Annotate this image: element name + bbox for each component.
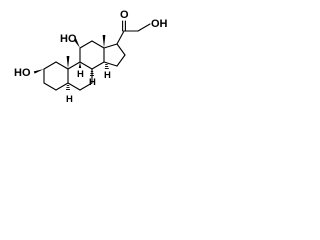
carbonyl-oxygen-label: O <box>120 9 129 21</box>
steroid-structure-diagram: HO HO H H H H O OH <box>14 9 168 105</box>
hydrogen-hash-c14 <box>104 64 109 69</box>
bond <box>79 40 93 49</box>
bond <box>103 43 118 49</box>
bond <box>91 40 105 49</box>
bond <box>55 82 69 91</box>
hydrogen-hash-c5 <box>66 85 70 90</box>
hydrogen-hash-c9 <box>90 71 94 76</box>
hydroxyl-wedge-c3 <box>33 69 44 74</box>
bond <box>43 61 57 70</box>
methyl-wedge-c13 <box>102 35 106 48</box>
hydroxyl-label-c11: HO <box>60 33 77 45</box>
bond <box>137 23 151 32</box>
bond <box>43 82 57 91</box>
bond <box>103 61 118 67</box>
bond <box>116 54 126 67</box>
hydrogen-label-c5: H <box>66 94 73 105</box>
hydrogen-label-c14: H <box>104 70 111 81</box>
ring-c <box>79 40 105 70</box>
methyl-wedge-c10 <box>66 56 70 69</box>
hydrogen-label-c9: H <box>89 77 96 88</box>
bond <box>79 61 93 70</box>
hydroxyl-wedge-c11 <box>74 38 80 48</box>
bond <box>116 30 125 45</box>
bond <box>67 82 81 91</box>
ring-d <box>103 43 126 67</box>
hydrogen-wedge-c8 <box>78 62 82 68</box>
ring-a <box>43 61 69 91</box>
hydroxyl-label-c21: OH <box>151 18 168 30</box>
hydrogen-label-c8: H <box>77 69 84 80</box>
side-chain <box>116 20 151 45</box>
bond <box>91 61 105 70</box>
hydroxyl-label-c3: HO <box>14 67 31 79</box>
bond <box>55 61 69 70</box>
bond <box>116 43 126 56</box>
bond <box>79 82 93 91</box>
bond <box>67 61 81 70</box>
